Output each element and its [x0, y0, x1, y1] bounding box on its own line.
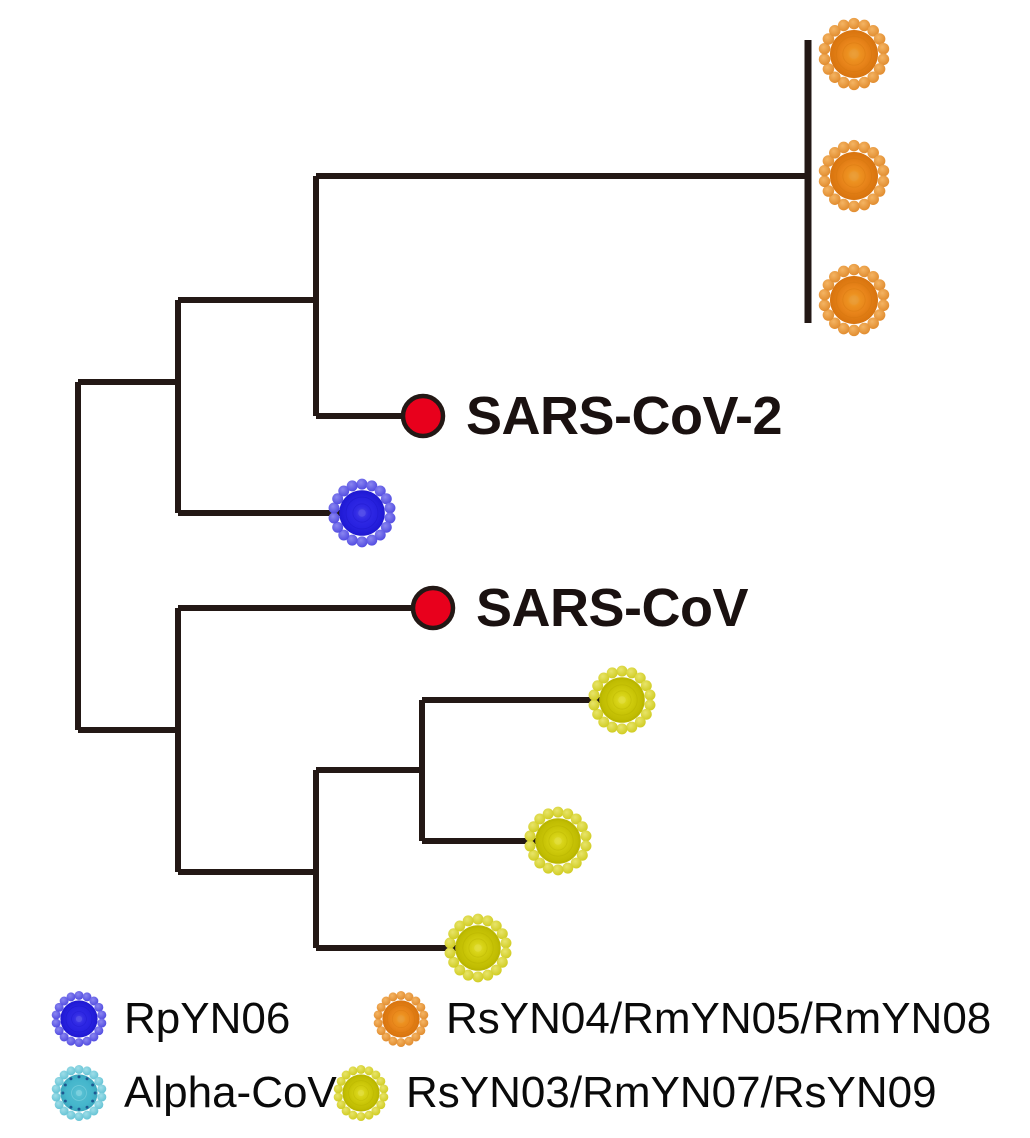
red-marker-sars-cov-2 — [400, 393, 446, 439]
legend-item-orange-cluster: RsYN04/RmYN05/RmYN08 — [370, 988, 991, 1050]
virus-icon-orange-tip-3 — [818, 263, 890, 337]
tip-label-sars-cov-2: SARS-CoV-2 — [466, 386, 783, 446]
legend-item-alpha-cov: Alpha-CoV — [48, 1062, 337, 1124]
legend-item-yellow-cluster: RsYN03/RmYN07/RsYN09 — [330, 1062, 937, 1124]
virus-icon-orange-tip-1 — [818, 17, 890, 91]
tree-branches — [75, 40, 812, 951]
legend-label-rpyn06: RpYN06 — [124, 994, 291, 1043]
virus-icon-teal — [48, 1062, 110, 1124]
legend-item-rpyn06: RpYN06 — [48, 988, 290, 1050]
tip-label-sars-cov: SARS-CoV — [476, 578, 749, 638]
virus-icon-yellow — [330, 1062, 392, 1124]
virus-icon-blue — [48, 988, 110, 1050]
virus-icon-orange — [370, 988, 432, 1050]
legend-label-yellow-cluster: RsYN03/RmYN07/RsYN09 — [406, 1068, 937, 1117]
legend: RpYN06 RsYN04/RmYN05/RmYN08 Alpha-CoV Rs… — [40, 988, 1030, 1138]
legend-label-orange-cluster: RsYN04/RmYN05/RmYN08 — [446, 994, 992, 1043]
red-marker-sars-cov — [410, 585, 456, 631]
legend-label-alpha-cov: Alpha-CoV — [124, 1068, 337, 1117]
virus-icon-orange-tip-2 — [818, 139, 890, 213]
